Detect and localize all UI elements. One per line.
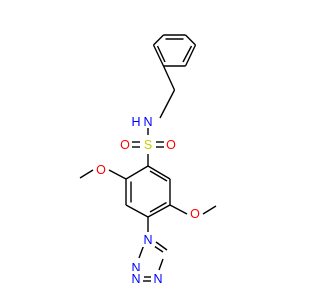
tetrazole-nitrogen-3: N	[131, 272, 140, 286]
phenyl-bond	[152, 44, 165, 67]
benzyl-bond	[162, 65, 176, 91]
atom-label-background	[151, 271, 165, 287]
benzene-bond	[147, 204, 171, 218]
tetrazole-nitrogen-1: N	[143, 233, 152, 247]
benzene-bond	[147, 165, 171, 180]
benzene-double-bond	[149, 201, 167, 213]
tetrazole-bond	[138, 245, 145, 259]
o-ch3-bond	[79, 169, 94, 179]
o-ch3-bond	[202, 205, 217, 215]
nh-group: N H	[131, 114, 156, 129]
oxygen-atom-methoxy-right: O	[190, 207, 200, 221]
atom-label-background	[140, 137, 156, 153]
oxygen-atom-sulfonyl-right: O	[166, 138, 176, 152]
tetrazole-nitrogen-4: N	[153, 272, 162, 286]
atom-label-background	[94, 162, 108, 178]
oxygen-atom-methoxy-left: O	[96, 163, 106, 177]
ch2-nh-bond	[159, 89, 176, 119]
atom-label-background	[140, 114, 156, 128]
atom-label-background	[188, 206, 202, 222]
phenyl-bond	[153, 34, 164, 46]
c-o-bond	[169, 204, 188, 215]
atom-label-background	[164, 137, 178, 153]
benzene-bond	[125, 204, 149, 218]
nh-hydrogen: H	[131, 115, 140, 129]
phenyl-bond	[185, 34, 196, 46]
atom-label-background	[129, 271, 143, 287]
tetrazole-double-bond	[153, 245, 164, 253]
chemical-structure-diagram: N H S O O O O N N N N	[79, 34, 217, 287]
tetrazole-bond	[155, 241, 168, 251]
phenyl-double-bond	[182, 45, 193, 63]
sulfur-atom: S	[144, 138, 152, 152]
benzene-bond	[125, 165, 149, 180]
atom-label-background	[118, 137, 132, 153]
phenyl-double-bond	[156, 45, 166, 63]
nitrogen-atom: N	[143, 115, 152, 129]
tetrazole-bond	[158, 258, 164, 271]
benzene-double-bond	[149, 170, 168, 182]
atom-labels: N H S O O O O N N N N	[94, 114, 202, 287]
tetrazole-nitrogen-2: N	[131, 261, 140, 275]
phenyl-bond	[184, 44, 197, 67]
atom-label-background	[141, 232, 155, 247]
c-o-bond	[108, 169, 127, 180]
oxygen-atom-sulfonyl-left: O	[120, 138, 130, 152]
